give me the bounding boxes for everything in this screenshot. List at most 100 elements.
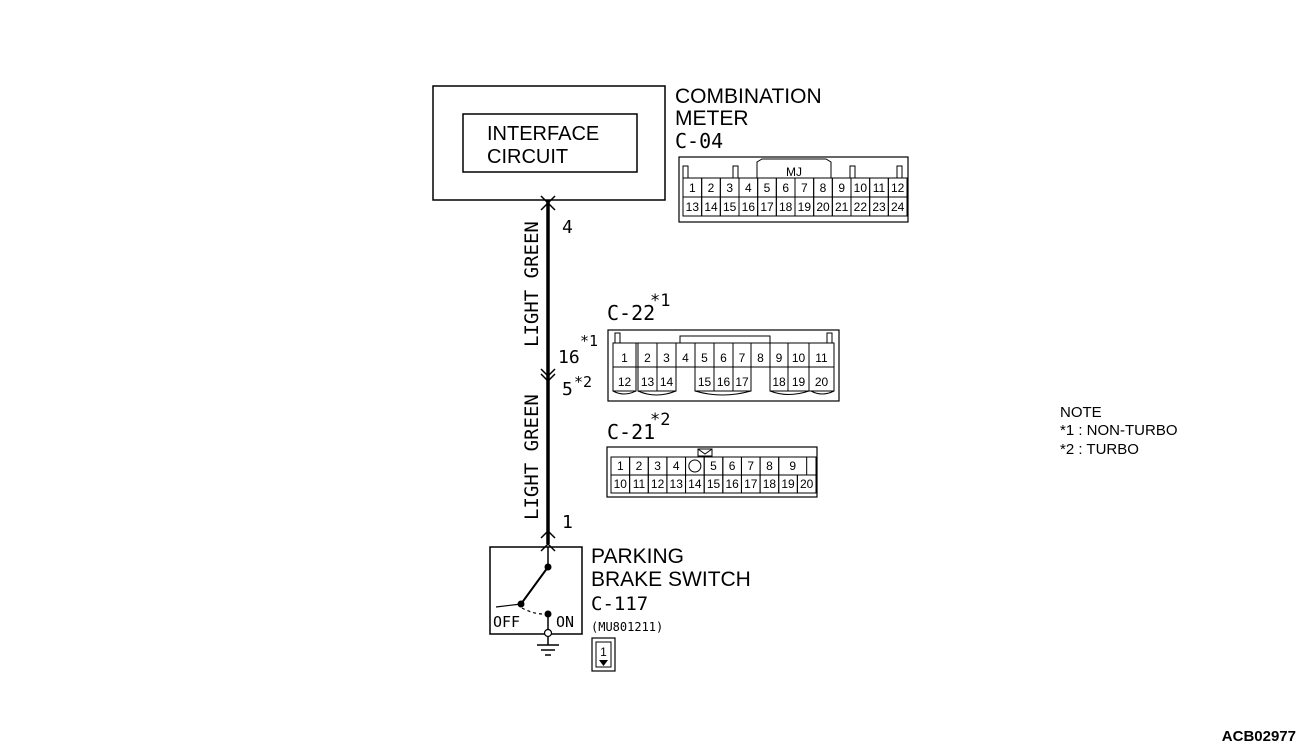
c117-connector-face: 1 [591, 637, 616, 672]
c04-pin-14: 14 [704, 200, 718, 214]
interface-circuit-box [462, 113, 638, 173]
c04-pin-11: 11 [873, 181, 886, 195]
c21-label: C-21 [607, 420, 655, 444]
c21-pin-2: 2 [636, 459, 643, 473]
c04-pin-12: 12 [891, 181, 905, 195]
c22-pin-5: 5 [701, 351, 708, 365]
meter-connector-label: C-04 [675, 129, 723, 153]
parking-brake-switch-box [489, 546, 583, 635]
c04-pin-4: 4 [745, 181, 752, 195]
c21-mark: *2 [650, 410, 670, 430]
note-title: NOTE [1060, 404, 1102, 421]
c04-pin-2: 2 [708, 181, 715, 195]
interface-label-line2: CIRCUIT [487, 146, 568, 168]
c04-pin-9: 9 [838, 181, 845, 195]
c04-pin-5: 5 [764, 181, 771, 195]
switch-title-line2: BRAKE SWITCH [591, 568, 751, 591]
pin-meter: 4 [562, 217, 573, 238]
c04-pin-10: 10 [854, 181, 868, 195]
c22-pin-2: 2 [644, 351, 651, 365]
c04-pin-24: 24 [891, 200, 905, 214]
c22-pin-6: 6 [720, 351, 727, 365]
c21-pin-14: 14 [688, 477, 702, 491]
switch-part-number: (MU801211) [591, 620, 663, 634]
c22-pin-8: 8 [757, 351, 764, 365]
c04-pin-15: 15 [723, 200, 737, 214]
c04-tag: MJ [786, 165, 802, 179]
c22-pin-7: 7 [739, 351, 746, 365]
c22-pin-1: 1 [621, 351, 628, 365]
c21-pin-15: 15 [707, 477, 721, 491]
c04-pin-8: 8 [820, 181, 827, 195]
switch-connector-label: C-117 [591, 593, 648, 615]
c04-pin-18: 18 [779, 200, 793, 214]
c22-pin-16: 16 [717, 375, 731, 389]
c22-mark: *1 [650, 291, 670, 311]
c04-pin-20: 20 [816, 200, 830, 214]
c21-pin-4: 4 [673, 459, 680, 473]
c21-pin-19: 19 [781, 477, 795, 491]
switch-on-label: ON [556, 613, 574, 631]
c21-locator-icon [688, 459, 702, 473]
c22-pin-17: 17 [735, 375, 749, 389]
c22-pin-19: 19 [792, 375, 806, 389]
joint-connector-mark [540, 368, 556, 378]
c21-pin-12: 12 [651, 477, 665, 491]
pin-c22-mark: *1 [580, 332, 598, 350]
c21-pin-1: 1 [617, 459, 624, 473]
c04-pin-1: 1 [689, 181, 696, 195]
c22-pin-14: 14 [660, 375, 674, 389]
c21-pin-7: 7 [747, 459, 754, 473]
c22-pin-12: 12 [618, 375, 632, 389]
pin-c21-mark: *2 [574, 373, 592, 391]
c04-pin-19: 19 [798, 200, 812, 214]
c21-pin-13: 13 [670, 477, 684, 491]
c22-label: C-22 [607, 301, 655, 325]
note-line1: *1 : NON-TURBO [1060, 422, 1178, 439]
c22-pin-13: 13 [641, 375, 655, 389]
figure-code: ACB02977 [1222, 728, 1296, 745]
note-line2: *2 : TURBO [1060, 441, 1139, 458]
pin-switch: 1 [562, 512, 573, 533]
c22-pin-20: 20 [815, 375, 829, 389]
switch-title-line1: PARKING [591, 545, 684, 568]
c04-pin-22: 22 [854, 200, 868, 214]
meter-title-line1: COMBINATION [675, 85, 822, 108]
c22-pin-3: 3 [663, 351, 670, 365]
c04-pin-23: 23 [872, 200, 886, 214]
c04-pin-16: 16 [742, 200, 756, 214]
c21-pin-9: 9 [789, 459, 796, 473]
c21-pin-3: 3 [654, 459, 661, 473]
c04-pin-13: 13 [686, 200, 700, 214]
meter-title-line2: METER [675, 107, 749, 130]
pin-c22: 16 [558, 347, 580, 368]
wire-color-upper: LIGHT GREEN [521, 221, 543, 347]
interface-label-line1: INTERFACE [487, 123, 599, 145]
switch-lever [520, 566, 549, 605]
c21-pin-17: 17 [744, 477, 758, 491]
c04-pin-21: 21 [835, 200, 849, 214]
c22-pin-15: 15 [698, 375, 712, 389]
c21-pin-18: 18 [763, 477, 777, 491]
c22-pin-10: 10 [792, 351, 806, 365]
c21-pin-20: 20 [800, 477, 814, 491]
c22-pin-18: 18 [772, 375, 786, 389]
ground-icon [537, 637, 559, 656]
c04-pin-6: 6 [782, 181, 789, 195]
c21-pin-5: 5 [710, 459, 717, 473]
c21-pin-6: 6 [729, 459, 736, 473]
c117-pin: 1 [600, 645, 607, 659]
c21-pin-8: 8 [766, 459, 773, 473]
c22-pin-9: 9 [776, 351, 783, 365]
c21-pin-10: 10 [614, 477, 628, 491]
switch-off-label: OFF [493, 613, 520, 631]
c21-pin-16: 16 [725, 477, 739, 491]
c04-pin-7: 7 [801, 181, 808, 195]
c22-pin-11: 11 [815, 351, 828, 365]
c21-pin-11: 11 [633, 477, 646, 491]
switch-terminal-mark-upper [540, 529, 556, 539]
